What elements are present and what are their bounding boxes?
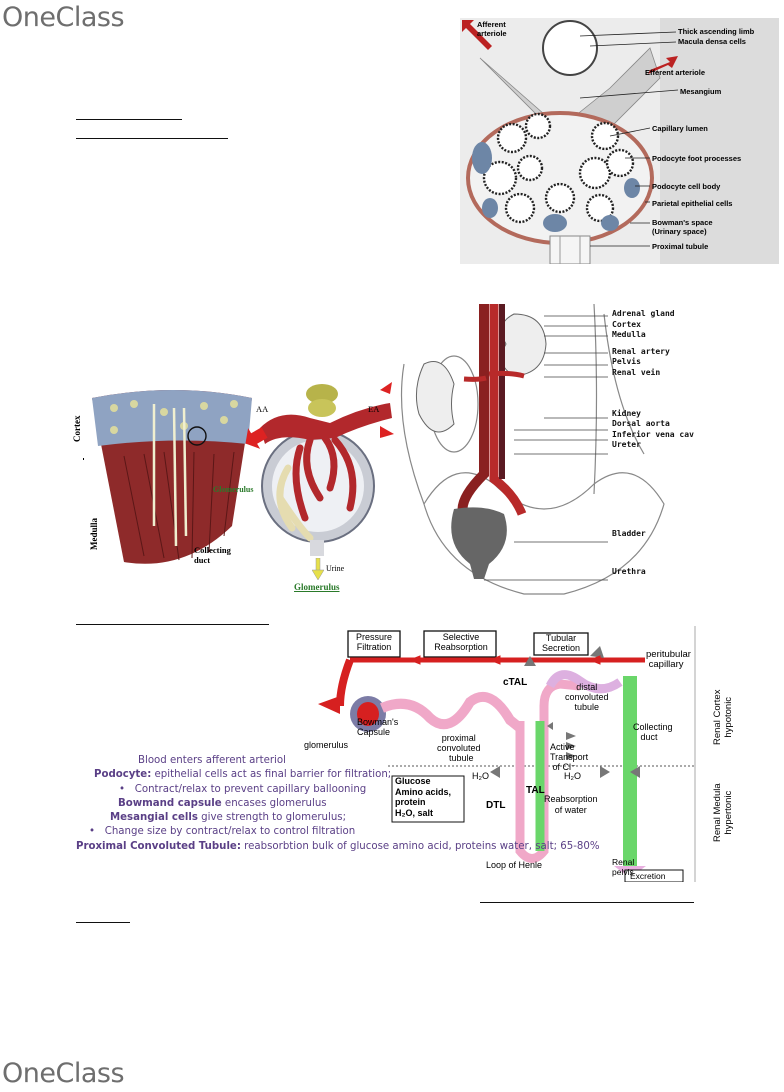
podocyte-text: epithelial cells act as final barrier fo… xyxy=(151,769,392,781)
mesangial-text: give strength to glomerulus; xyxy=(197,812,347,824)
peritubular-label: peritubular capillary xyxy=(646,649,691,670)
medulla-label: Medulla xyxy=(89,517,99,550)
redacted-line-small xyxy=(76,922,130,923)
urinary-space-label: (Urinary space) xyxy=(652,227,707,236)
glomerulus-label: glomerulus xyxy=(304,740,349,750)
aa-arrow-icon xyxy=(245,427,268,449)
note-blood-enters: Blood enters afferent arteriol xyxy=(138,755,286,766)
logo-text: OneClass xyxy=(2,1058,125,1089)
renal-artery-label: Renal artery xyxy=(612,346,670,356)
vena-cava-label: Inferior vena cav xyxy=(612,429,694,439)
nephron-closeup-diagram xyxy=(245,382,394,556)
excretion-label: Excretion xyxy=(630,871,666,881)
cortex-label: Cortex xyxy=(612,319,641,329)
kidney-wedge-diagram xyxy=(92,390,252,564)
cortex-label: Cortex xyxy=(72,415,82,443)
oneclass-logo-bottom: OneClass xyxy=(2,1058,125,1089)
redacted-line-right xyxy=(480,902,694,903)
notes-block: Blood enters afferent arteriol Podocyte:… xyxy=(76,754,600,854)
nephron-glomerulus-caption: Glomerulus xyxy=(294,582,340,592)
afferent-arrow-icon xyxy=(462,20,492,50)
macula-label: Macula densa cells xyxy=(678,37,746,46)
foot-processes-label: Podocyte foot processes xyxy=(652,154,741,163)
efferent-label: Efferent arteriole xyxy=(645,68,705,77)
thick-limb-label: Thick ascending limb xyxy=(678,27,755,36)
pct-term: Proximal Convoluted Tubule: xyxy=(76,840,241,852)
dtl-label: DTL xyxy=(486,800,506,811)
parietal-label: Parietal epithelial cells xyxy=(652,199,732,208)
pct-text: reabsorbtion bulk of glucose amino acid,… xyxy=(240,840,600,852)
proximal-label: Proximal tubule xyxy=(652,242,708,251)
urinary-system-diagram xyxy=(394,304,706,598)
oneclass-logo-top: OneClass xyxy=(2,2,125,33)
pelvis-label: Pelvis xyxy=(612,357,641,367)
aa-label: AA xyxy=(256,404,269,414)
nephron-process-diagram xyxy=(300,626,784,882)
note-bowman: Bowmand capsule encases glomerulus xyxy=(76,797,596,811)
podocyte-term: Podocyte: xyxy=(94,769,152,781)
urethra-label: Urethra xyxy=(612,566,646,576)
ea-arrow-down-icon xyxy=(380,426,394,438)
wedge-glomerulus-label: Glomerulus xyxy=(213,485,254,494)
redacted-heading-line xyxy=(76,119,182,120)
adrenal-label: Adrenal gland xyxy=(612,309,675,318)
ctal-label: cTAL xyxy=(503,677,528,688)
collecting-duct-label: Collecting duct xyxy=(633,722,673,742)
ureter-label: Ureter xyxy=(612,440,641,450)
capillary-lumen-label: Capillary lumen xyxy=(652,124,708,133)
medulla-label: Medulla xyxy=(612,330,646,340)
bullet2-text: Change size by contract/relax to control… xyxy=(104,826,356,838)
dorsal-aorta-label: Dorsal aorta xyxy=(612,419,670,429)
efferent-arrow-icon xyxy=(648,56,678,74)
ea-arrow-up-icon xyxy=(380,382,392,394)
note-mesangial: Mesangial cells give strength to glomeru… xyxy=(76,811,596,825)
bowman-term: Bowmand capsule xyxy=(118,797,222,809)
bladder-label: Bladder xyxy=(612,528,646,538)
note-podocyte: Podocyte: epithelial cells act as final … xyxy=(76,768,596,782)
mesangium-label: Mesangium xyxy=(680,87,722,96)
tal-label: TAL xyxy=(526,785,545,796)
redacted-section-line xyxy=(76,624,269,625)
mesangial-term: Mesangial cells xyxy=(110,812,198,824)
bowman-space-label: Bowman's space xyxy=(652,218,713,227)
h2o-left-label: H₂O xyxy=(472,771,489,781)
duct-label: duct xyxy=(194,555,211,565)
urine-arrow-icon xyxy=(312,558,324,580)
ea-label: EA xyxy=(368,404,380,414)
collecting-label: Collecting xyxy=(194,545,231,555)
urine-label: Urine xyxy=(326,564,345,573)
logo-text: OneClass xyxy=(2,2,125,33)
bowman-text: encases glomerulus xyxy=(221,797,327,809)
urinary-labels: Adrenal gland Cortex Medulla Renal arter… xyxy=(612,309,694,577)
note-pct: Proximal Convoluted Tubule: reabsorbtion… xyxy=(76,840,600,854)
loop-henle-label: Loop of Henle xyxy=(486,860,543,870)
redacted-subheading-line xyxy=(76,138,228,139)
renal-vein-label: Renal vein xyxy=(612,367,661,377)
note-bullet2: • Change size by contract/relax to contr… xyxy=(89,826,356,838)
note-bullet1: • Contract/relax to prevent capillary ba… xyxy=(119,783,367,795)
kidney-label: Kidney xyxy=(612,408,641,418)
cell-body-label: Podocyte cell body xyxy=(652,182,721,191)
bullet1-text: Contract/relax to prevent capillary ball… xyxy=(134,783,367,795)
h2o-right-label: H₂O xyxy=(564,771,581,781)
